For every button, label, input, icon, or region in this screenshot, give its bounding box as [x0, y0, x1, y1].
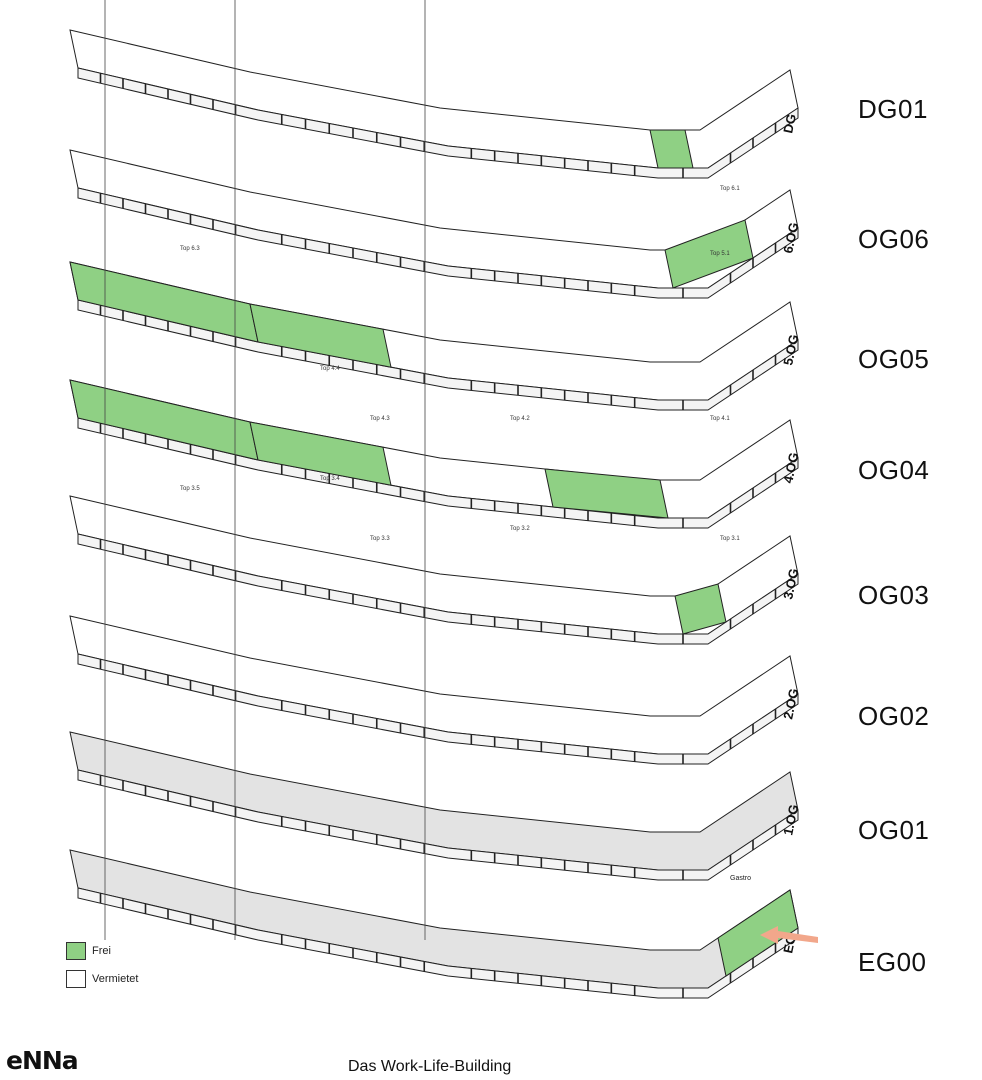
top-unit-label: Top 6.1 — [720, 186, 740, 192]
entrance-arrow — [760, 926, 818, 944]
footer-title: Das Work-Life-Building — [348, 1058, 512, 1075]
enna-logo: eNNa — [6, 1046, 79, 1075]
free-area — [674, 583, 727, 635]
floor-plate-dg01: DG — [69, 29, 799, 179]
top-unit-label: Top 4.2 — [510, 416, 530, 422]
floor-edge — [77, 67, 799, 179]
top-unit-label: Top 3.2 — [510, 526, 530, 532]
floor-short-label: 4.OG — [780, 451, 801, 485]
floor-label-og03: OG03 — [858, 580, 930, 610]
floor-edge — [77, 533, 799, 645]
floor-plate-og06: 6.OG — [69, 149, 801, 299]
floor-short-label: 2.OG — [780, 687, 801, 721]
top-unit-label: Top 3.3 — [370, 536, 390, 542]
top-unit-label: Top 3.5 — [180, 486, 200, 492]
gastro-label: Gastro — [730, 875, 751, 882]
floor-short-label: 6.OG — [780, 221, 801, 255]
floor-short-label: 3.OG — [780, 567, 801, 601]
floor-label-og05: OG05 — [858, 344, 930, 374]
vertical-guide-lines — [104, 0, 426, 940]
floor-short-label: DG — [780, 112, 799, 134]
legend-free-label: Frei — [92, 945, 111, 957]
legend-rented-label: Vermietet — [92, 973, 139, 985]
top-unit-label: Top 4.1 — [710, 416, 730, 422]
floor-plate-og04: 4.OG — [69, 379, 801, 529]
floor-edge — [77, 299, 799, 411]
floor-label-og06: OG06 — [858, 224, 930, 254]
floor-label-og04: OG04 — [858, 455, 930, 485]
free-area — [649, 129, 694, 169]
floor-plate-eg00: EG — [69, 849, 799, 999]
free-area — [664, 219, 754, 289]
top-unit-label: Top 3.1 — [720, 536, 740, 542]
floor-plate-og03: 3.OG — [69, 495, 801, 645]
top-unit-label: Top 3.4 — [320, 476, 340, 482]
floor-edge — [77, 187, 799, 299]
free-area — [249, 421, 392, 486]
top-unit-label: Top 5.1 — [710, 251, 730, 257]
top-unit-label: Top 4.3 — [370, 416, 390, 422]
legend-rented-swatch — [66, 970, 86, 988]
floor-plate-og05: 5.OG — [69, 261, 801, 411]
top-unit-label: Top 6.3 — [180, 246, 200, 252]
floor-label-og02: OG02 — [858, 701, 930, 731]
top-unit-label: Top 4.4 — [320, 366, 340, 372]
floor-label-eg00: EG00 — [858, 947, 927, 977]
legend-free: Frei — [66, 942, 111, 960]
floor-label-dg01: DG01 — [858, 94, 928, 124]
free-area — [249, 303, 392, 368]
legend-rented: Vermietet — [66, 970, 138, 988]
entrance-arrow — [760, 926, 818, 944]
free-area — [544, 468, 669, 519]
floor-short-label: 5.OG — [780, 333, 801, 367]
floor-edge — [77, 769, 799, 881]
free-area — [717, 889, 799, 977]
floor-edge — [77, 417, 799, 529]
floor-plate-og01: 1.OG — [69, 731, 801, 881]
legend-free-swatch — [66, 942, 86, 960]
floor-edge — [77, 653, 799, 765]
floor-label-og01: OG01 — [858, 815, 930, 845]
floor-plate-og02: 2.OG — [69, 615, 801, 765]
floor-short-label: 1.OG — [780, 803, 801, 837]
